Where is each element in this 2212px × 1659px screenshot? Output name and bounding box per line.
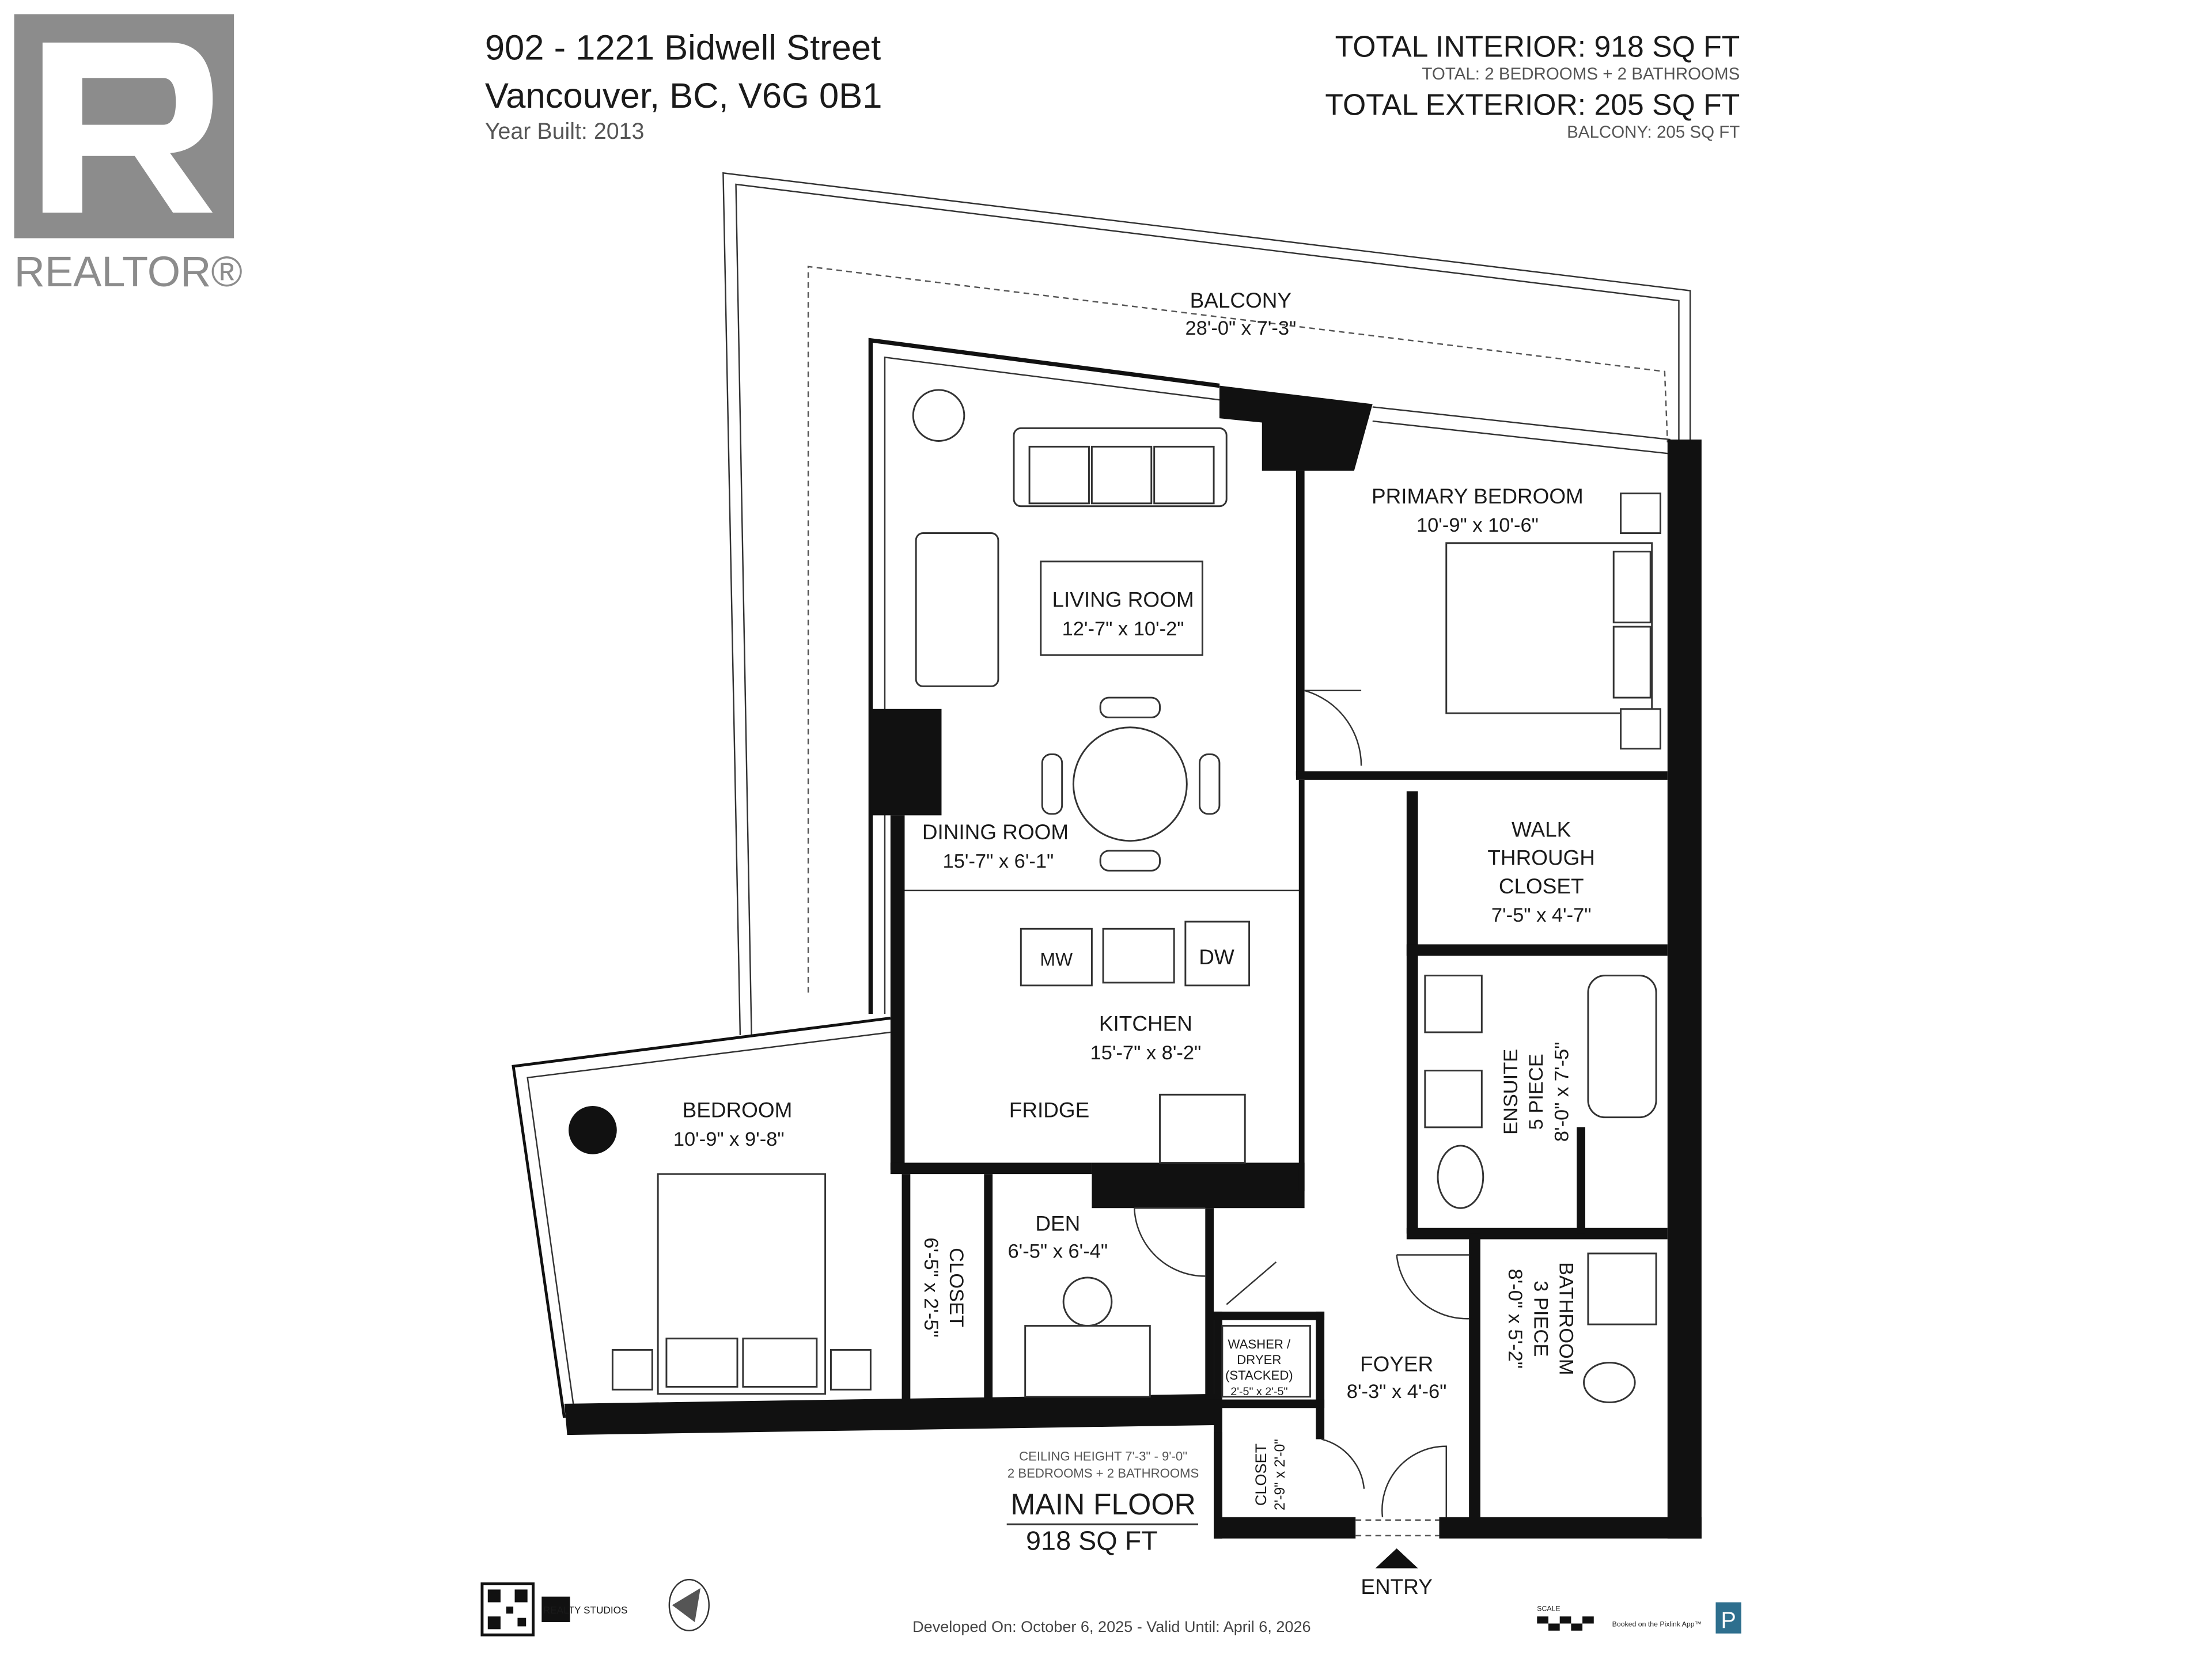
- laundry-label-2: DRYER: [1237, 1353, 1281, 1367]
- qr-code-icon[interactable]: [480, 1582, 535, 1637]
- bathroom-dim: 8'-0" x 5'-2": [1504, 1268, 1526, 1369]
- floor-area: 918 SQ FT: [1026, 1525, 1158, 1555]
- closet-label: CLOSET: [945, 1248, 967, 1327]
- washer-dryer: [1221, 1325, 1311, 1398]
- furniture: [569, 389, 1661, 1403]
- loveseat: [915, 532, 999, 687]
- small-closet-dim: 2'-9" x 2'-0": [1272, 1439, 1288, 1510]
- room-labels: BALCONY 28'-0" x 7'-3" PRIMARY BEDROOM 1…: [673, 289, 1595, 1510]
- primary-bedroom-label: PRIMARY BEDROOM: [1372, 484, 1584, 508]
- entry-label: ENTRY: [1361, 1575, 1432, 1599]
- laundry-label-3: (STACKED): [1225, 1368, 1293, 1382]
- balcony-label: BALCONY: [1190, 289, 1291, 312]
- total-exterior: TOTAL EXTERIOR: 205 SQ FT: [1325, 88, 1740, 121]
- walk-closet-label-3: CLOSET: [1499, 874, 1584, 898]
- laundry-dim: 2'-5" x 2'-5": [1230, 1385, 1287, 1398]
- walk-closet-label-1: WALK: [1512, 817, 1571, 841]
- living-room-dim: 12'-7" x 10'-2": [1062, 618, 1184, 640]
- entry-arrow-icon: [1375, 1548, 1418, 1569]
- interior-detail: TOTAL: 2 BEDROOMS + 2 BATHROOMS: [1422, 65, 1740, 84]
- walk-closet-label-2: THROUGH: [1487, 846, 1595, 870]
- den-label: DEN: [1035, 1212, 1080, 1236]
- floor-summary: CEILING HEIGHT 7'-3" - 9'-0" 2 BEDROOMS …: [1006, 1449, 1199, 1555]
- kitchen-dim: 15'-7" x 8'-2": [1090, 1042, 1202, 1064]
- walls: [512, 338, 1702, 1539]
- fridge-label: FRIDGE: [1009, 1099, 1089, 1122]
- desk: [1024, 1325, 1151, 1398]
- bathtub: [1587, 975, 1657, 1119]
- scale-label: SCALE: [1537, 1604, 1560, 1612]
- booked-on-text: Booked on the Pixlink App™: [1612, 1620, 1702, 1628]
- coffee-table: [1040, 560, 1203, 656]
- bathroom-label: BATHROOM: [1555, 1262, 1577, 1376]
- realtor-logo-text: REALTOR®: [14, 248, 243, 296]
- laundry-label-1: WASHER /: [1228, 1337, 1291, 1351]
- bedroom-label: BEDROOM: [683, 1099, 793, 1122]
- address-line1: 902 - 1221 Bidwell Street: [485, 28, 881, 67]
- scale-bar: [1537, 1616, 1594, 1631]
- foyer-label: FOYER: [1360, 1352, 1433, 1376]
- dining-room-label: DINING ROOM: [922, 820, 1069, 844]
- balcony-dim: 28'-0" x 7'-3": [1185, 317, 1296, 339]
- floor-name: MAIN FLOOR: [1010, 1487, 1196, 1521]
- dining-table: [1072, 726, 1188, 842]
- dining-room-dim: 15'-7" x 6'-1": [943, 850, 1054, 872]
- ensuite-label: ENSUITE: [1500, 1049, 1522, 1135]
- bedroom-dim: 10'-9" x 9'-8": [673, 1128, 785, 1150]
- floor-room-count: 2 BEDROOMS + 2 BATHROOMS: [1007, 1466, 1199, 1480]
- address-line2: Vancouver, BC, V6G 0B1: [485, 76, 882, 116]
- closet-dim: 6'-5" x 2'-5": [920, 1237, 942, 1338]
- pixlink-app-icon[interactable]: [1715, 1602, 1741, 1634]
- stove: [1159, 1093, 1246, 1164]
- realty-studios-logo: [541, 1596, 570, 1622]
- dw-label: DW: [1199, 945, 1234, 969]
- small-closet-label: CLOSET: [1252, 1444, 1270, 1506]
- microwave: [1020, 927, 1093, 987]
- doors: [1134, 690, 1469, 1517]
- ensuite-dim: 8'-0" x 7'-5": [1551, 1042, 1573, 1142]
- developed-date: Developed On: October 6, 2025 - Valid Un…: [912, 1618, 1311, 1635]
- primary-bedroom-dim: 10'-9" x 10'-6": [1416, 514, 1539, 536]
- north-compass-icon: [668, 1578, 710, 1631]
- kitchen-label: KITCHEN: [1099, 1012, 1192, 1036]
- year-built: Year Built: 2013: [485, 119, 645, 144]
- ceiling-height: CEILING HEIGHT 7'-3" - 9'-0": [1019, 1449, 1187, 1463]
- mw-label: MW: [1040, 949, 1073, 969]
- bathroom-pieces: 3 PIECE: [1529, 1281, 1551, 1357]
- pixlink-app-letter: P: [1721, 1608, 1736, 1633]
- realtor-logo[interactable]: REALTOR®: [14, 14, 243, 296]
- dishwasher: [1184, 921, 1251, 987]
- studio-name: REALTY STUDIOS: [543, 1604, 628, 1616]
- ensuite-pieces: 5 PIECE: [1525, 1054, 1547, 1130]
- total-interior: TOTAL INTERIOR: 918 SQ FT: [1335, 29, 1740, 63]
- foyer-dim: 8'-3" x 4'-6": [1347, 1381, 1447, 1403]
- den-dim: 6'-5" x 6'-4": [1008, 1240, 1108, 1262]
- balcony-outline: [722, 172, 1691, 1035]
- walk-closet-dim: 7'-5" x 4'-7": [1491, 904, 1592, 926]
- exterior-detail: BALCONY: 205 SQ FT: [1567, 123, 1740, 142]
- living-room-label: LIVING ROOM: [1052, 588, 1194, 612]
